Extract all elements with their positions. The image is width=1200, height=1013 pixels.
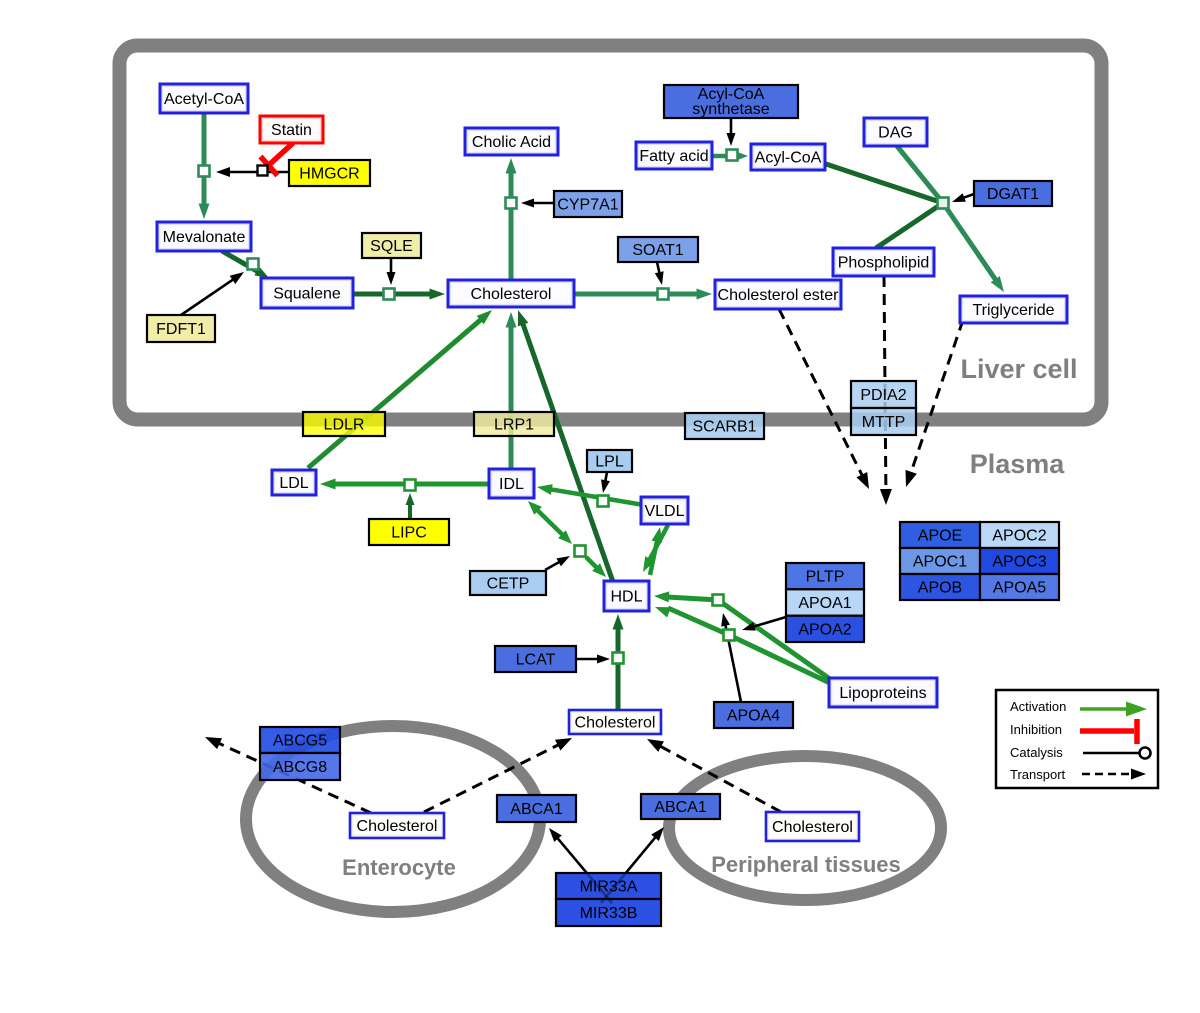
svg-text:ABCA1: ABCA1 (654, 799, 707, 816)
svg-text:Activation: Activation (1010, 699, 1066, 714)
svg-text:Liver cell: Liver cell (960, 354, 1077, 384)
svg-text:Statin: Statin (271, 122, 312, 139)
svg-text:FDFT1: FDFT1 (156, 321, 206, 338)
svg-text:CYP7A1: CYP7A1 (557, 197, 618, 214)
svg-text:APOB: APOB (918, 580, 962, 597)
svg-text:IDL: IDL (499, 476, 524, 493)
svg-text:CETP: CETP (487, 576, 530, 593)
svg-text:SQLE: SQLE (370, 238, 413, 255)
svg-text:SOAT1: SOAT1 (632, 242, 683, 259)
svg-text:LDLR: LDLR (324, 417, 365, 434)
svg-text:Enterocyte: Enterocyte (342, 855, 456, 880)
svg-text:DGAT1: DGAT1 (987, 186, 1039, 203)
svg-text:Lipoproteins: Lipoproteins (839, 685, 926, 702)
svg-text:HDL: HDL (610, 589, 642, 606)
svg-text:Phospholipid: Phospholipid (838, 255, 930, 272)
svg-text:Cholesterol: Cholesterol (772, 819, 853, 836)
svg-text:APOE: APOE (918, 528, 962, 545)
svg-text:Cholesterol ester: Cholesterol ester (718, 287, 840, 304)
svg-text:LDL: LDL (279, 475, 308, 492)
svg-text:MIR33B: MIR33B (580, 905, 638, 922)
svg-text:LRP1: LRP1 (494, 417, 534, 434)
svg-text:Transport: Transport (1010, 767, 1066, 782)
svg-text:Fatty acid: Fatty acid (639, 148, 708, 165)
svg-text:APOA1: APOA1 (798, 595, 851, 612)
svg-text:Plasma: Plasma (970, 449, 1066, 479)
svg-text:Inhibition: Inhibition (1010, 722, 1062, 737)
svg-text:Peripheral tissues: Peripheral tissues (711, 852, 901, 877)
svg-text:PLTP: PLTP (806, 569, 845, 586)
svg-text:APOA5: APOA5 (993, 580, 1046, 597)
svg-text:MIR33A: MIR33A (580, 879, 638, 896)
svg-text:Mevalonate: Mevalonate (163, 229, 246, 246)
svg-text:MTTP: MTTP (862, 414, 906, 431)
svg-text:Acyl-CoA: Acyl-CoA (755, 150, 822, 167)
svg-text:synthetase: synthetase (692, 101, 769, 118)
svg-text:ABCG8: ABCG8 (273, 759, 327, 776)
svg-text:LCAT: LCAT (516, 652, 556, 669)
svg-text:APOA4: APOA4 (727, 708, 780, 725)
svg-text:APOC3: APOC3 (992, 554, 1046, 571)
svg-text:APOC1: APOC1 (913, 554, 967, 571)
svg-text:Cholesterol: Cholesterol (357, 818, 438, 835)
svg-text:Triglyceride: Triglyceride (972, 302, 1054, 319)
svg-text:Acyl-CoA: Acyl-CoA (698, 86, 765, 103)
svg-text:DAG: DAG (878, 125, 913, 142)
svg-text:HMGCR: HMGCR (299, 166, 359, 183)
svg-text:Cholesterol: Cholesterol (575, 715, 656, 732)
svg-text:APOC2: APOC2 (992, 528, 1046, 545)
svg-text:ABCA1: ABCA1 (510, 801, 563, 818)
svg-text:Acetyl-CoA: Acetyl-CoA (164, 91, 244, 108)
svg-text:Squalene: Squalene (273, 286, 341, 303)
svg-text:PDIA2: PDIA2 (860, 387, 906, 404)
svg-text:ABCG5: ABCG5 (273, 733, 327, 750)
svg-text:Cholic Acid: Cholic Acid (472, 134, 551, 151)
svg-text:LPL: LPL (595, 454, 624, 471)
svg-text:LIPC: LIPC (391, 525, 427, 542)
svg-text:Cholesterol: Cholesterol (471, 286, 552, 303)
svg-text:VLDL: VLDL (644, 503, 684, 520)
svg-text:APOA2: APOA2 (798, 621, 851, 638)
svg-text:Catalysis: Catalysis (1010, 745, 1063, 760)
svg-text:SCARB1: SCARB1 (692, 419, 756, 436)
